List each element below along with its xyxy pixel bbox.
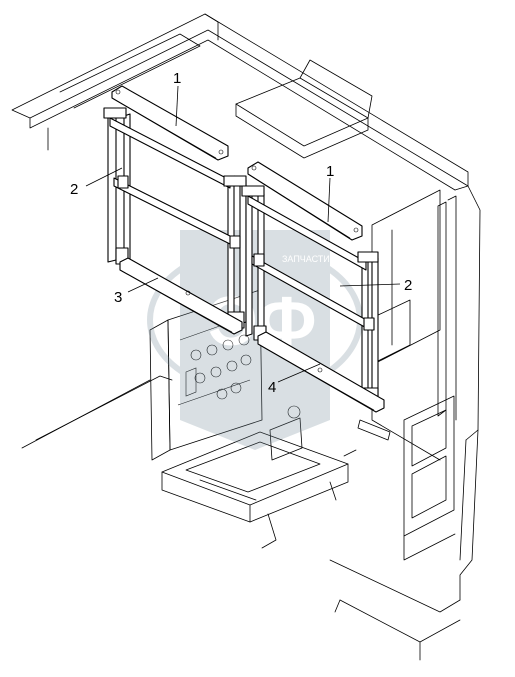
part-2-left-frame bbox=[103, 107, 247, 329]
leader-lines bbox=[85, 85, 401, 383]
callout-2-right: 2 bbox=[404, 277, 412, 294]
watermark-text: ЗАПЧАСТИ bbox=[282, 254, 330, 264]
callout-1-right: 1 bbox=[326, 163, 334, 180]
callout-3: 3 bbox=[114, 289, 122, 306]
part-3-bottom-bar bbox=[119, 257, 243, 335]
callout-2-left: 2 bbox=[70, 181, 78, 198]
part-1-right-strip bbox=[247, 161, 363, 241]
cab-outline bbox=[11, 13, 481, 661]
part-1-left-strip bbox=[111, 85, 229, 161]
callout-1-left: 1 bbox=[173, 70, 181, 87]
part-2-right-frame bbox=[241, 185, 379, 403]
part-4-bottom-bar bbox=[257, 331, 385, 413]
callout-4: 4 bbox=[268, 379, 276, 396]
